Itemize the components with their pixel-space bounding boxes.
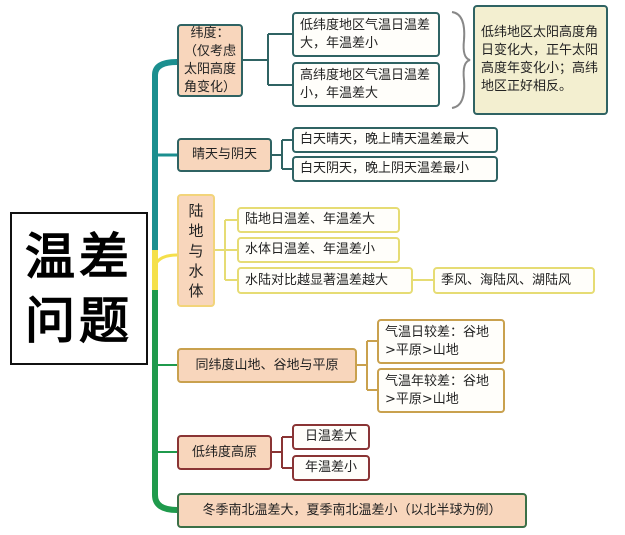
root-line1: 温差 (25, 227, 133, 286)
weather-cloudy: 白天阴天，晚上阴天温差最小 (292, 156, 498, 182)
plateau-annual: 年温差小 (292, 455, 370, 481)
brace (451, 11, 471, 109)
branch-latitude: 纬度：（仅考虑太阳高度角变化） (177, 24, 243, 97)
root-node: 温差 问题 (10, 212, 148, 365)
latitude-low: 低纬度地区气温日温差大，年温差小 (292, 12, 440, 57)
plateau-daily: 日温差大 (292, 424, 370, 450)
branch-weather: 晴天与阴天 (177, 138, 272, 172)
contrast-item: 水陆对比越显著温差越大 (237, 267, 413, 294)
branch-land-water: 陆地与水体 (177, 194, 215, 307)
root-line2: 问题 (25, 291, 133, 350)
branch-terrain: 同纬度山地、谷地与平原 (177, 348, 357, 383)
winds-item: 季风、海陆风、湖陆风 (433, 267, 595, 294)
branch-season: 冬季南北温差大，夏季南北温差小（以北半球为例） (177, 493, 527, 528)
latitude-high: 高纬度地区气温日温差小，年温差大 (292, 62, 440, 107)
weather-sunny: 白天晴天，晚上晴天温差最大 (292, 127, 498, 153)
water-item: 水体日温差、年温差小 (237, 237, 400, 263)
terrain-annual: 气温年较差：谷地>平原>山地 (377, 368, 505, 413)
terrain-daily: 气温日较差：谷地>平原>山地 (377, 319, 505, 364)
land-item: 陆地日温差、年温差大 (237, 207, 400, 233)
latitude-note: 低纬地区太阳高度角日变化大，正午太阳高度年变化小；高纬地区正好相反。 (473, 5, 608, 115)
branch-plateau: 低纬度高原 (177, 435, 272, 470)
